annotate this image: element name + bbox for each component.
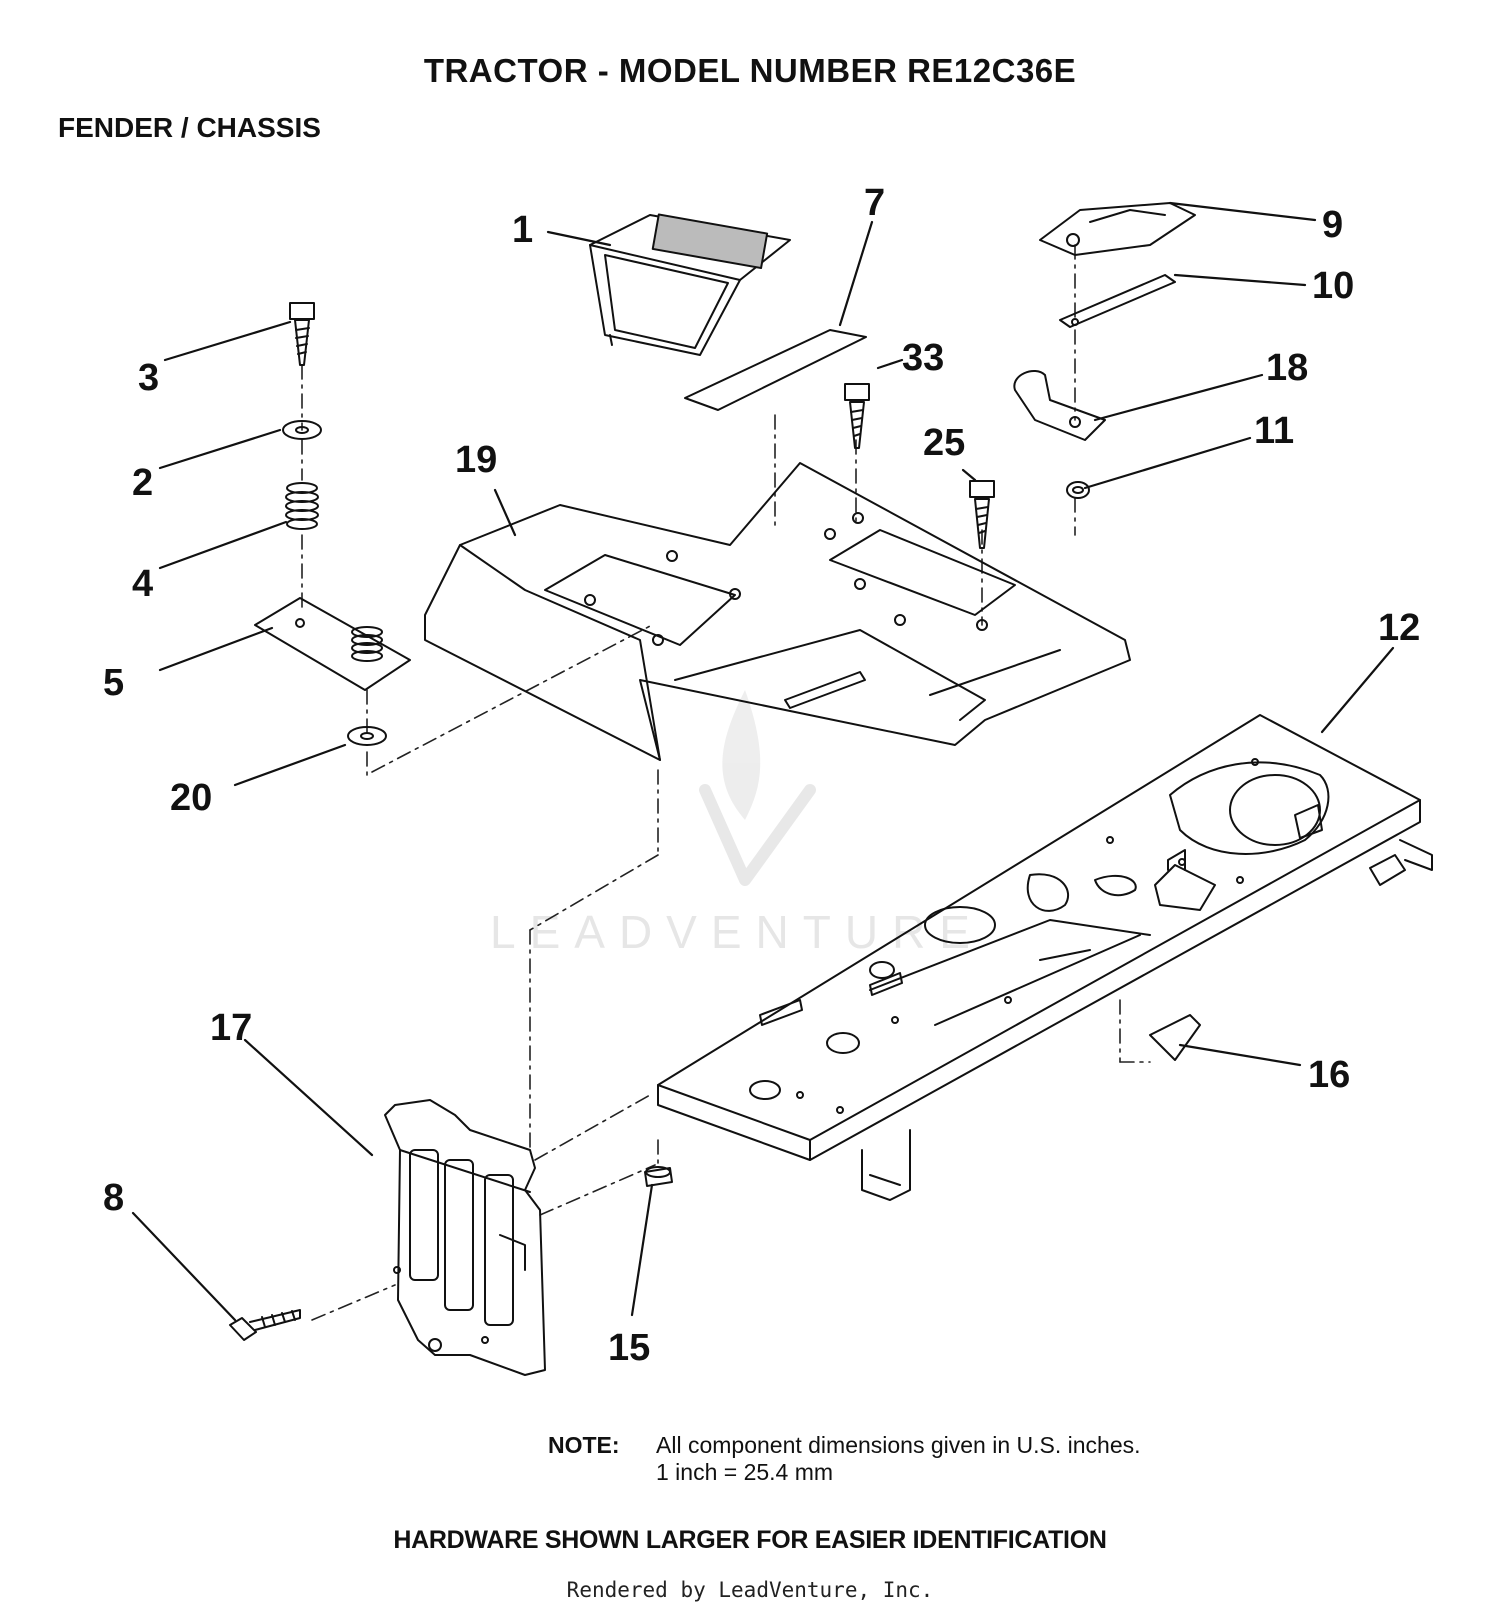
callout-18: 18 xyxy=(1266,347,1308,389)
callout-12: 12 xyxy=(1378,607,1420,649)
part-15-nut xyxy=(644,1166,673,1187)
note-line-1: All component dimensions given in U.S. i… xyxy=(656,1432,1141,1458)
part-9-cover xyxy=(1039,202,1196,256)
callout-16: 16 xyxy=(1308,1054,1350,1096)
callout-9: 9 xyxy=(1322,204,1343,246)
callout-10: 10 xyxy=(1312,265,1354,307)
part-25-bolt xyxy=(969,480,995,549)
part-3-bolt xyxy=(289,302,315,366)
callout-11: 11 xyxy=(1254,410,1294,452)
part-11-nut xyxy=(1066,481,1090,499)
callout-19: 19 xyxy=(455,439,497,481)
part-33-bolt xyxy=(844,383,870,449)
callout-25: 25 xyxy=(923,422,965,464)
callout-33: 33 xyxy=(902,337,944,379)
part-1-tray xyxy=(589,213,791,356)
dimensions-note: NOTE: All component dimensions given in U… xyxy=(548,1432,1141,1486)
render-credit: Rendered by LeadVenture, Inc. xyxy=(566,1578,934,1602)
watermark-logo: LEADVENTURE xyxy=(490,690,984,958)
callout-5: 5 xyxy=(103,662,124,704)
part-12-chassis-frame xyxy=(657,714,1433,1201)
callout-4: 4 xyxy=(132,563,153,605)
hardware-note: HARDWARE SHOWN LARGER FOR EASIER IDENTIF… xyxy=(393,1526,1107,1554)
part-20-washer xyxy=(347,726,387,746)
part-17-plate xyxy=(384,1099,546,1376)
part-10-plate xyxy=(1059,274,1176,328)
part-16-clip xyxy=(1149,1014,1201,1061)
leader-lines xyxy=(131,201,1395,1322)
callout-2: 2 xyxy=(132,462,153,504)
part-7-decal xyxy=(684,329,867,411)
callout-7: 7 xyxy=(864,182,885,224)
callout-labels: 1 7 9 10 18 11 33 25 19 3 2 4 5 20 12 16… xyxy=(103,182,1420,1369)
part-2-washer xyxy=(282,420,322,440)
callout-3: 3 xyxy=(138,357,159,399)
section-subtitle: FENDER / CHASSIS xyxy=(58,112,321,143)
callout-17: 17 xyxy=(210,1007,252,1049)
watermark-text: LEADVENTURE xyxy=(490,906,984,958)
part-4-spring xyxy=(285,482,319,530)
note-line-2: 1 inch = 25.4 mm xyxy=(656,1459,834,1485)
part-8-bolt xyxy=(229,1309,301,1341)
part-18-clamp xyxy=(1013,370,1106,441)
part-19-fender xyxy=(424,462,1131,761)
part-5-bracket xyxy=(254,597,411,691)
page-title: TRACTOR - MODEL NUMBER RE12C36E xyxy=(423,52,1077,89)
callout-1: 1 xyxy=(512,209,533,251)
callout-15: 15 xyxy=(608,1327,650,1369)
note-label: NOTE: xyxy=(548,1432,620,1458)
callout-20: 20 xyxy=(170,777,212,819)
callout-8: 8 xyxy=(103,1177,124,1219)
